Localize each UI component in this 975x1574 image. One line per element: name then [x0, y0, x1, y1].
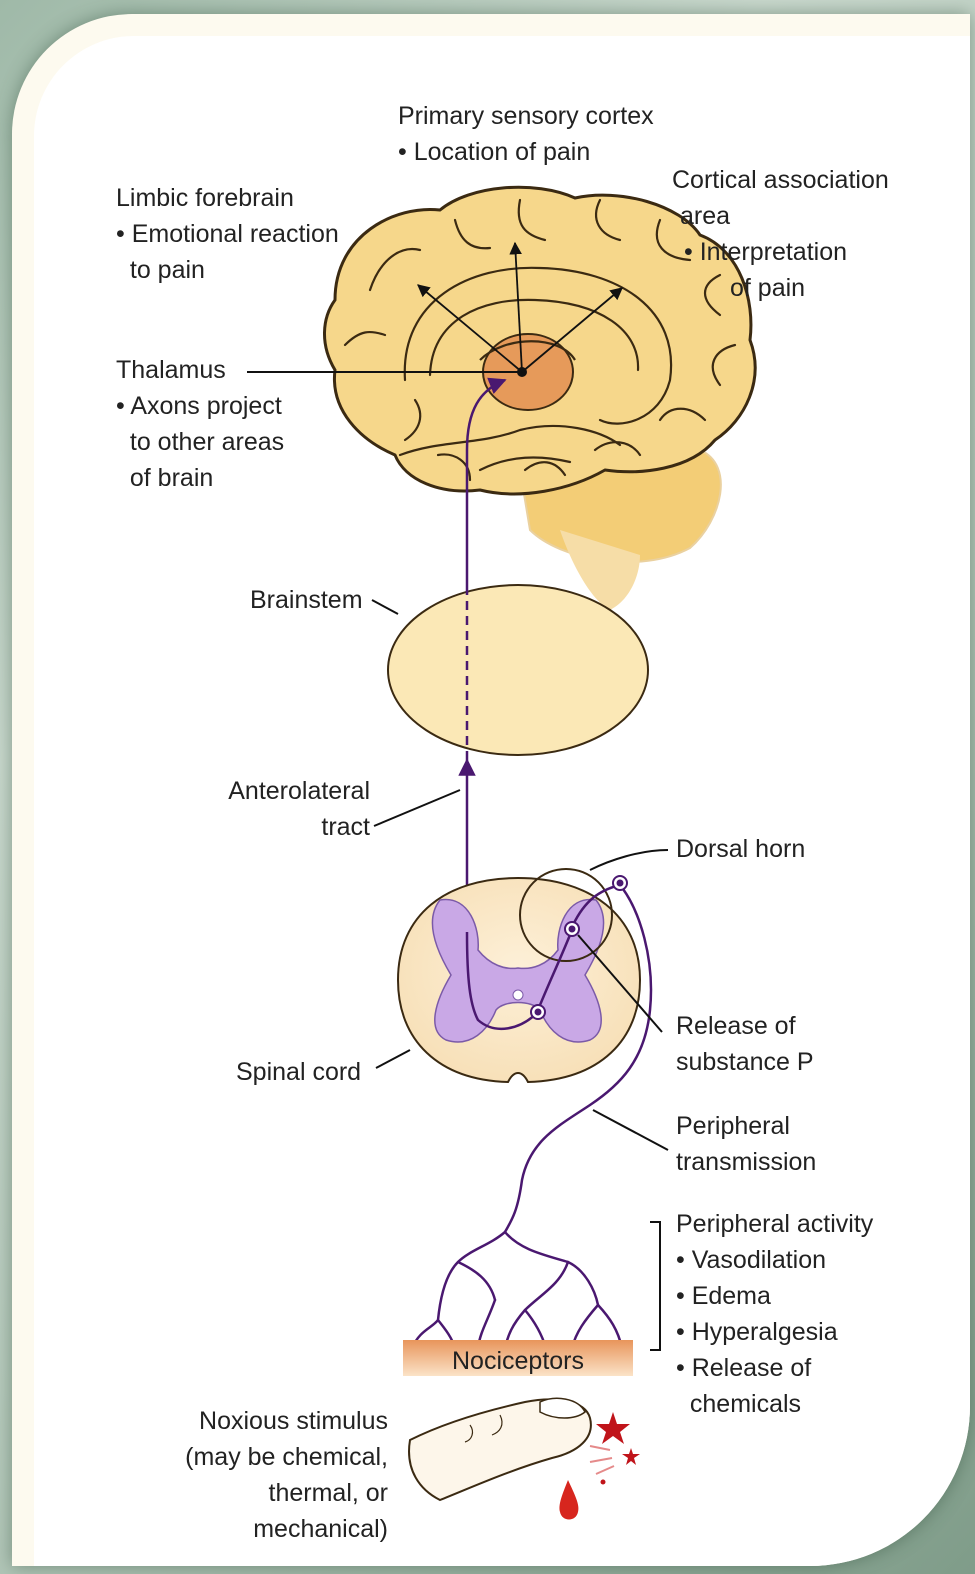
dorsal-horn-label: Dorsal horn	[676, 831, 805, 867]
brainstem-pointer	[372, 600, 398, 614]
anterolateral-pointer	[374, 790, 460, 826]
noxious-stimulus-label: Noxious stimulus(may be chemical,thermal…	[150, 1403, 388, 1547]
anterolateral-tract-label: Anterolateraltract	[200, 773, 370, 845]
peripheral-branches	[412, 1232, 622, 1348]
peripheral-transmission-pointer	[593, 1110, 668, 1150]
peripheral-activity-bracket	[650, 1222, 660, 1350]
limbic-forebrain-label: Limbic forebrain• Emotional reaction to …	[116, 180, 339, 288]
peripheral-activity-label: Peripheral activity• Vasodilation• Edema…	[676, 1206, 873, 1422]
brainstem-label: Brainstem	[250, 582, 363, 618]
substance-p-label: Release ofsubstance P	[676, 1008, 814, 1080]
nociceptors-label: Nociceptors	[403, 1346, 633, 1376]
brainstem-section	[388, 585, 648, 755]
blood-drop-icon	[559, 1480, 578, 1520]
primary-cortex-label: Primary sensory cortex• Location of pain	[398, 98, 654, 170]
thalamus-label: Thalamus• Axons project to other areas o…	[116, 352, 284, 496]
peripheral-transmission-label: Peripheraltransmission	[676, 1108, 816, 1180]
spinal-cord-pointer	[376, 1050, 410, 1068]
spinal-cord-label: Spinal cord	[236, 1054, 361, 1090]
finger-illustration	[409, 1398, 591, 1500]
cortical-association-label: Cortical associationarea• Interpretation…	[672, 162, 889, 306]
